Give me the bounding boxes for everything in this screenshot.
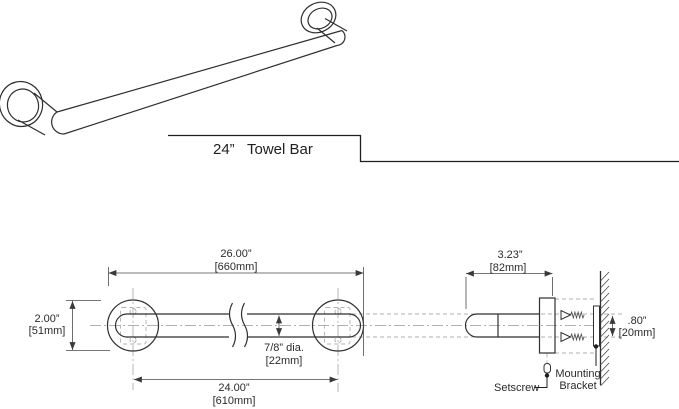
setscrew-label: Setscrew [494, 382, 539, 394]
bar-dia-inches: 7/8” dia. [264, 342, 304, 354]
side-bar-edges [477, 313, 539, 338]
iso-right-post [316, 17, 348, 44]
front-view [106, 299, 365, 352]
right-hidden-screw-hole-bottom [334, 336, 342, 344]
iso-right-cap [336, 30, 346, 47]
title-product: Towel Bar [247, 141, 313, 158]
side-view [464, 271, 610, 387]
projection-extension-lines [465, 277, 553, 309]
left-hidden-bracket [120, 307, 147, 345]
front-left-flange [106, 299, 160, 352]
screw-bottom-head [560, 331, 572, 343]
break-squiggle-right [240, 302, 249, 348]
front-bar-edges [127, 313, 349, 338]
dimensions-front: 26.00” [660mm] 24.00” [610mm] 2.00” [51m… [29, 248, 364, 407]
title-size: 24” [213, 141, 235, 158]
title-block: 24” Towel Bar [168, 134, 679, 163]
iso-right-flange-outer [300, 1, 337, 34]
front-right-bar-cap [348, 313, 362, 338]
screw-top [560, 309, 585, 321]
setscrew-leader-dot [544, 373, 550, 378]
iso-right-flange-inner [307, 7, 333, 30]
overall-dim-mm: [660mm] [215, 261, 258, 273]
bracket-leader-dot [593, 344, 599, 349]
bar-dia-mm: [22mm] [266, 355, 303, 367]
setscrew [543, 363, 551, 374]
overall-dim-inches: 26.00” [220, 248, 252, 260]
screw-spacing-inches: .80” [628, 315, 647, 327]
iso-left-post [17, 92, 58, 136]
iso-left-flange-inner [6, 88, 40, 123]
screw-bottom-thread [570, 332, 585, 342]
title-step-line [168, 134, 679, 163]
height-dim-mm: [51mm] [29, 325, 66, 337]
setscrew-callout: Setscrew [494, 373, 550, 394]
projection-dim-mm: [82mm] [490, 262, 527, 274]
screw-top-thread [570, 310, 585, 320]
right-hidden-screw-hole-top [334, 308, 342, 315]
right-hidden-bracket [324, 307, 351, 345]
mounting-bracket-callout: Mounting Bracket [555, 344, 601, 392]
bracket-label-line2: Bracket [559, 380, 596, 392]
screw-spacing-mm: [20mm] [619, 327, 656, 339]
dimensions-side: 3.23” [82mm] .80” [20mm] Setscrew Mounti… [465, 249, 656, 394]
left-hidden-screw-hole-bottom [129, 336, 137, 344]
screw-top-head [560, 309, 572, 321]
side-bar-cap [464, 313, 478, 338]
height-dim-inches: 2.00” [34, 313, 59, 325]
wall-hatching [600, 271, 610, 387]
centers-dim-inches: 24.00” [218, 382, 250, 394]
construction-lines [90, 288, 623, 392]
front-left-bar-cap [114, 313, 128, 338]
overall-extension-lines [108, 267, 364, 356]
break-squiggle-left [228, 302, 237, 348]
iso-left-cap [51, 111, 65, 135]
flange-projection-lines [555, 298, 597, 354]
screw-bottom [560, 331, 585, 343]
height-extension-lines [66, 300, 110, 351]
setscrew-leader-line [534, 377, 548, 388]
side-flange [538, 297, 556, 354]
isometric-view [0, 1, 348, 136]
left-hidden-screw-hole-top [129, 308, 137, 315]
iso-left-flange-outer [0, 80, 44, 128]
mounting-bracket [593, 305, 600, 347]
iso-bar [56, 29, 343, 135]
projection-dim-inches: 3.23” [497, 249, 522, 261]
bracket-label-line1: Mounting [555, 368, 600, 380]
centers-dim-mm: [610mm] [213, 395, 256, 407]
